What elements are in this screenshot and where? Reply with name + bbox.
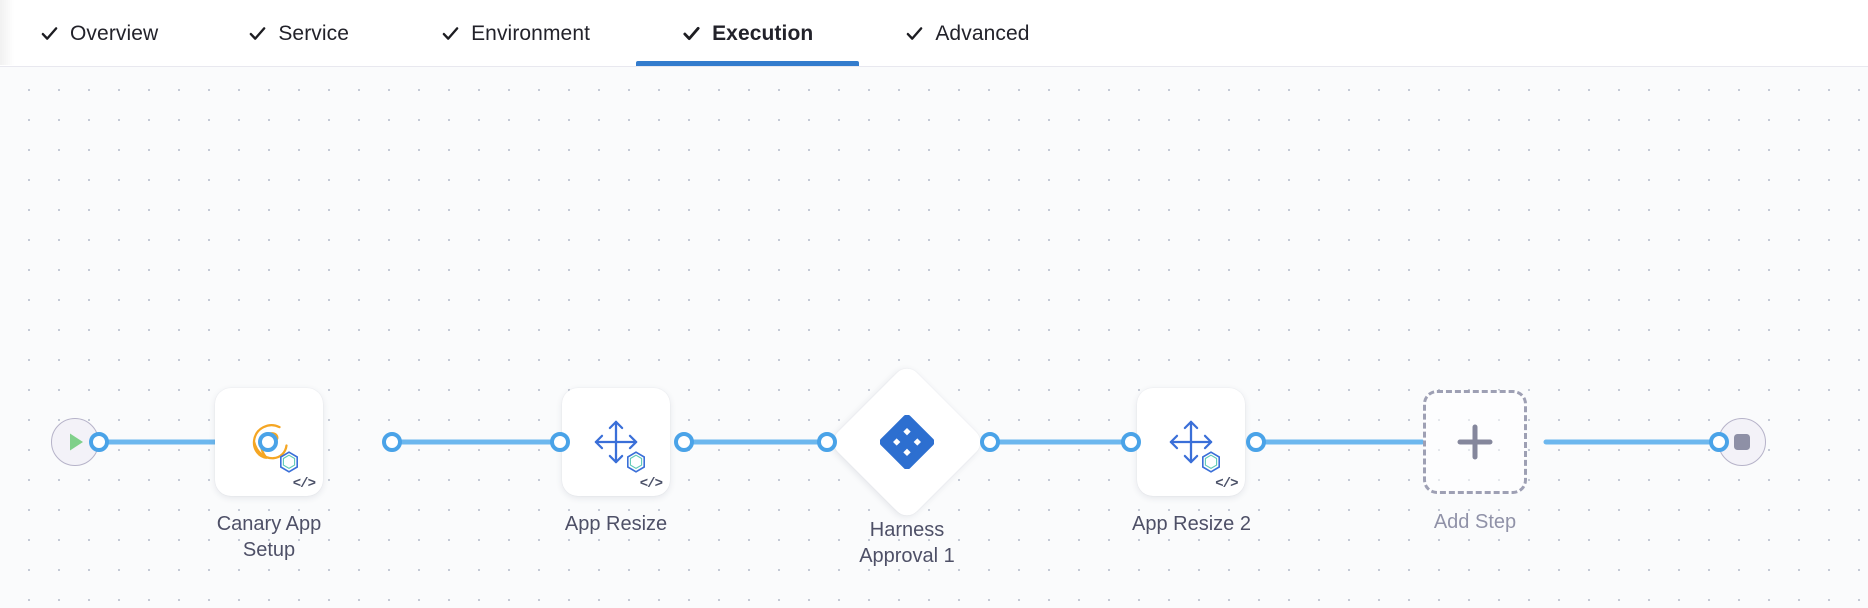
stage-tab-bar: Overview Service Environment Execution A…: [0, 0, 1868, 67]
port-approval-out[interactable]: [980, 432, 1000, 452]
step-node-app-resize: </> App Resize: [562, 388, 670, 538]
play-icon: [70, 433, 83, 451]
step-node-harness-approval-1: Harness Approval 1: [827, 362, 987, 569]
port-start-out[interactable]: [89, 432, 109, 452]
check-icon: [683, 26, 700, 40]
code-badge-icon: </>: [639, 476, 663, 492]
tab-label: Environment: [471, 21, 591, 45]
port-end-in[interactable]: [1709, 432, 1729, 452]
port-canary-out[interactable]: [382, 432, 402, 452]
tab-execution[interactable]: Execution: [636, 0, 860, 66]
resize-arrows-icon: [1170, 420, 1213, 464]
tab-label: Service: [278, 21, 350, 45]
step-label: App Resize 2: [1132, 513, 1251, 535]
port-approval-in[interactable]: [817, 432, 837, 452]
kubernetes-hexagon-icon: [626, 451, 646, 473]
code-badge-icon: </>: [292, 476, 316, 492]
tab-service[interactable]: Service: [202, 0, 395, 66]
check-icon: [41, 26, 58, 40]
port-canary-in[interactable]: [258, 432, 278, 452]
plus-icon: [1457, 424, 1493, 460]
pipeline-canvas[interactable]: </> Canary App Setup </> App Re: [0, 67, 1868, 608]
tab-label: Execution: [712, 21, 814, 45]
step-label: Add Step: [1433, 511, 1517, 533]
check-icon: [442, 26, 459, 40]
step-label: App Resize: [564, 513, 668, 535]
tab-label: Overview: [70, 21, 159, 45]
app-resize-card[interactable]: </>: [562, 388, 670, 496]
step-node-add-step: Add Step: [1423, 390, 1527, 536]
harness-approval-1-diamond[interactable]: [827, 362, 987, 522]
step-node-canary-app-setup: </> Canary App Setup: [215, 388, 323, 563]
port-resize2-out[interactable]: [1246, 432, 1266, 452]
port-resize-in[interactable]: [550, 432, 570, 452]
tab-overview[interactable]: Overview: [18, 0, 202, 66]
step-label: Canary App Setup: [216, 513, 322, 561]
kubernetes-hexagon-icon: [279, 451, 299, 473]
tab-label: Advanced: [935, 21, 1030, 45]
diamond-slot: [827, 362, 987, 522]
resize-arrows-icon: [594, 420, 638, 464]
harness-logo-icon: [880, 415, 934, 469]
check-icon: [249, 26, 266, 40]
check-icon: [906, 26, 923, 40]
kubernetes-hexagon-icon: [1202, 451, 1221, 473]
stop-icon: [1734, 434, 1750, 450]
app-resize-2-card[interactable]: </>: [1137, 388, 1246, 496]
tab-environment[interactable]: Environment: [395, 0, 636, 66]
step-label: Harness Approval 1: [859, 519, 955, 567]
code-badge-icon: </>: [1215, 476, 1238, 492]
tab-advanced[interactable]: Advanced: [859, 0, 1075, 66]
port-resize-out[interactable]: [674, 432, 694, 452]
port-resize2-in[interactable]: [1121, 432, 1141, 452]
step-node-app-resize-2: </> App Resize 2: [1132, 388, 1251, 538]
add-step-button[interactable]: [1423, 390, 1527, 494]
